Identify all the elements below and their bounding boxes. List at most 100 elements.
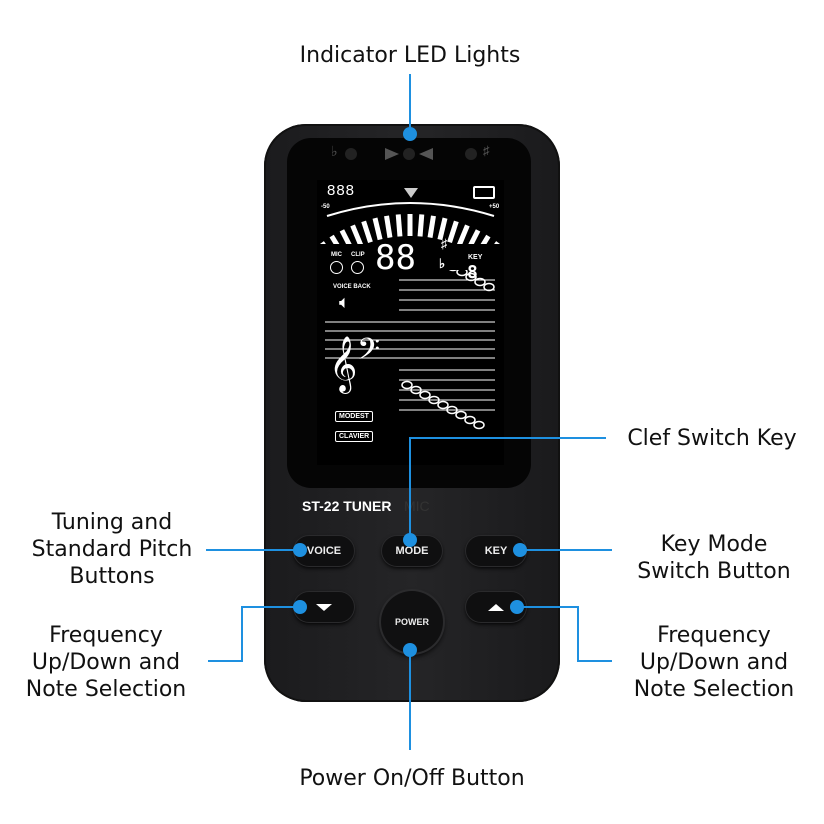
battery-icon (473, 186, 495, 199)
leader-line (242, 606, 300, 608)
leader-line (520, 549, 612, 551)
callout-dot (403, 127, 417, 141)
clavier-indicator: CLAVIER (335, 431, 374, 442)
model-name: ST-22 TUNER (302, 498, 392, 514)
meter-segment (395, 214, 403, 237)
music-staff: 𝄞 𝄢 (325, 270, 495, 430)
callout-dot (293, 600, 307, 614)
microphone-icon (330, 261, 343, 274)
note-head (455, 410, 467, 420)
power-button[interactable]: POWER (381, 591, 443, 653)
meter-segment (447, 220, 459, 244)
meter-segment (384, 215, 393, 238)
meter-segment (437, 217, 448, 241)
meter-segment (372, 217, 383, 241)
label-line: Key Mode (660, 532, 768, 557)
center-led (403, 148, 415, 160)
tuning-meter (319, 202, 501, 244)
leader-line (206, 549, 300, 551)
leader-line (577, 660, 612, 662)
leader-line (517, 606, 578, 608)
meter-segment (456, 224, 470, 244)
key-display: 8 (467, 262, 478, 283)
lcd-display: 888 -50 +50 MIC CLIP 88 ♯ ♭ KEY 8 VOICE … (317, 180, 504, 465)
callout-dot (293, 543, 307, 557)
label-line: Tuning and (51, 510, 173, 535)
callout-dot (510, 600, 524, 614)
modest-indicator: MODEST (335, 411, 373, 422)
label-key-mode: Key Mode Switch Button (616, 531, 812, 585)
note-head (464, 415, 476, 425)
label-line: Frequency (49, 623, 163, 648)
meter-segment (465, 229, 481, 244)
frequency-readout: 888 (327, 182, 356, 199)
triangle-up-icon (488, 603, 504, 611)
leader-line (409, 74, 411, 134)
leader-line (409, 650, 411, 750)
note-head (474, 277, 486, 287)
leader-line (241, 606, 243, 662)
label-frequency-right: Frequency Up/Down and Note Selection (616, 622, 812, 703)
label-line: Standard Pitch (31, 537, 193, 562)
treble-clef-icon: 𝄞 (329, 336, 357, 394)
label-frequency-left: Frequency Up/Down and Note Selection (8, 622, 204, 703)
note-head (428, 395, 440, 405)
mic-label: MIC (404, 498, 430, 514)
scale-max: +50 (489, 204, 500, 210)
note-flat: ♭ (439, 256, 446, 271)
triangle-down-icon (316, 603, 332, 611)
meter-segment (417, 214, 425, 237)
label-line: Up/Down and (639, 650, 789, 675)
bass-clef-icon: 𝄢 (357, 333, 380, 374)
label-line: Buttons (69, 564, 155, 589)
flat-led (345, 148, 357, 160)
meter-segment (350, 224, 364, 244)
label-clef-switch: Clef Switch Key (627, 426, 797, 451)
label-line: Note Selection (633, 677, 795, 702)
meter-segment (329, 234, 346, 244)
leader-line (577, 606, 579, 662)
label-tuning-pitch: Tuning and Standard Pitch Buttons (10, 509, 214, 590)
note-head (448, 270, 458, 272)
callout-dot (403, 643, 417, 657)
arrow-right-icon (385, 148, 399, 160)
label-line: Switch Button (637, 559, 791, 584)
meter-segment (339, 229, 355, 244)
label-indicator-leds: Indicator LED Lights (299, 43, 521, 68)
note-head (410, 385, 422, 395)
sharp-led (465, 148, 477, 160)
note-head (483, 282, 495, 292)
note-head (473, 420, 485, 430)
label-line: Note Selection (25, 677, 187, 702)
sharp-led-label: ♯ (483, 143, 490, 158)
mic-indicator: MIC (331, 252, 342, 258)
meter-segment (361, 220, 373, 244)
meter-segment (474, 234, 491, 244)
key-label: KEY (468, 254, 483, 261)
label-line: Frequency (657, 623, 771, 648)
callout-dot (513, 543, 527, 557)
label-power: Power On/Off Button (299, 766, 525, 791)
center-pointer-icon (404, 188, 418, 198)
clip-indicator: CLIP (351, 252, 365, 258)
leader-line (208, 660, 243, 662)
callout-dot (403, 533, 417, 547)
note-head (401, 380, 413, 390)
meter-segment (427, 215, 436, 238)
note-head (456, 270, 468, 277)
speaker-icon: 🔈︎ (339, 292, 350, 312)
arrow-left-icon (419, 148, 433, 160)
label-line: Up/Down and (31, 650, 181, 675)
clip-icon (351, 261, 364, 274)
leader-line (410, 437, 606, 439)
scale-min: -50 (321, 204, 330, 210)
leader-line (409, 437, 411, 540)
note-head (465, 272, 477, 282)
screen-bezel: ♭ ♯ 888 -50 +50 MIC CLIP 88 ♯ ♭ KEY 8 V (287, 138, 531, 488)
flat-led-label: ♭ (331, 143, 338, 159)
voice-back-label: VOICE BACK (333, 284, 371, 290)
note-head (446, 405, 458, 415)
note-head (419, 390, 431, 400)
tuner-device: ♭ ♯ 888 -50 +50 MIC CLIP 88 ♯ ♭ KEY 8 V (264, 124, 560, 702)
meter-segment (407, 214, 413, 236)
